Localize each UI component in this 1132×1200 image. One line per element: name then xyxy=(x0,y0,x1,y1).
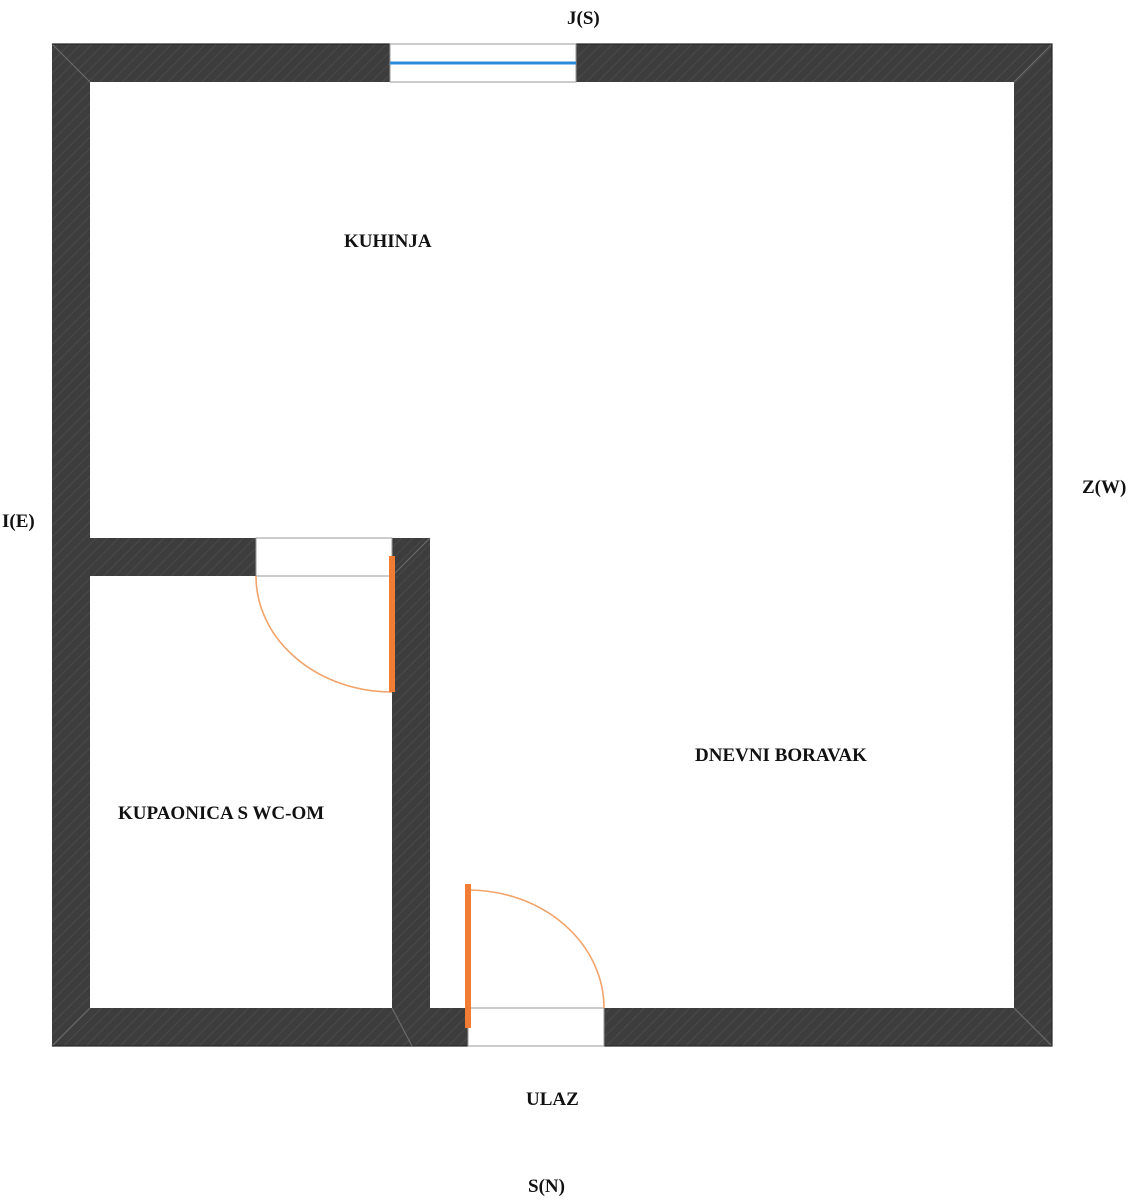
wall-top-left xyxy=(52,44,390,82)
wall-left xyxy=(52,44,90,1046)
entrance-label: ULAZ xyxy=(526,1089,579,1110)
wall-bottom-right xyxy=(604,1008,1052,1046)
compass-south-label: J(S) xyxy=(567,8,600,29)
wall-right xyxy=(1014,44,1052,1046)
compass-north-label: S(N) xyxy=(528,1176,565,1197)
bathroom-label: KUPAONICA S WC-OM xyxy=(118,803,324,824)
entrance-door-icon xyxy=(465,884,605,1047)
compass-west-label: Z(W) xyxy=(1082,477,1126,498)
living-room-label: DNEVNI BORAVAK xyxy=(695,745,867,766)
wall-top-right xyxy=(576,44,1052,82)
compass-east-label: I(E) xyxy=(2,511,35,532)
kitchen-label: KUHINJA xyxy=(344,231,432,252)
outer-walls xyxy=(51,43,1053,1047)
bathroom-right-wall xyxy=(392,538,430,1008)
interior-walls xyxy=(90,537,431,1047)
bathroom-door-icon xyxy=(255,537,395,693)
bathroom-top-wall xyxy=(90,538,256,576)
window-icon xyxy=(389,43,577,83)
wall-bottom-left xyxy=(52,1008,468,1046)
